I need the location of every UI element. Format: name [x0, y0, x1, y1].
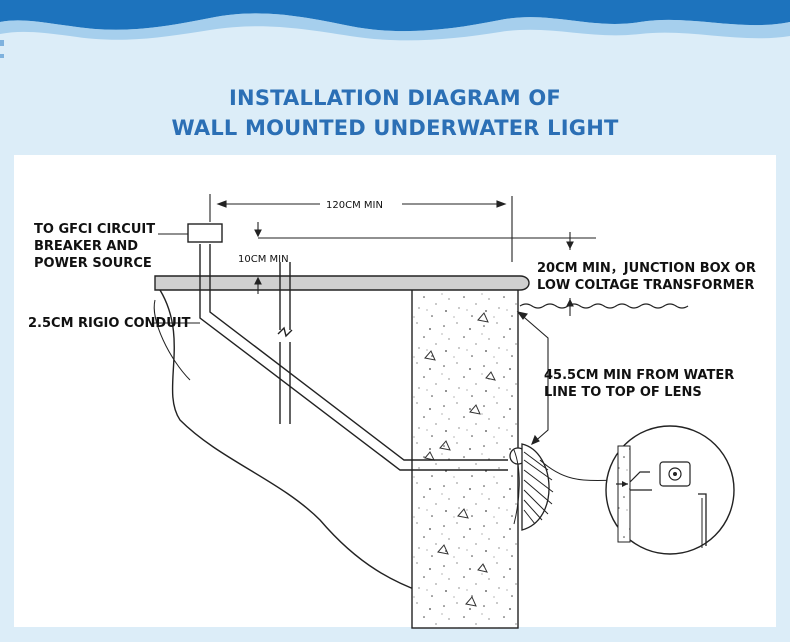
gfci-label-line-3: POWER SOURCE	[34, 256, 152, 271]
junction-box	[187, 223, 223, 243]
underwater-light	[509, 443, 554, 531]
title-line-2: WALL MOUNTED UNDERWATER LIGHT	[171, 116, 619, 140]
depth-dimension	[516, 311, 549, 446]
gfci-label-line-2: BREAKER AND	[34, 239, 139, 254]
gfci-label-line-1: TO GFCI CIRCUIT	[34, 222, 156, 237]
dimension-lines	[209, 194, 596, 316]
junction-label-line-2: LOW COLTAGE TRANSFORMER	[537, 278, 755, 293]
junction-box-label: 20CM MIN，JUNCTION BOX OR LOW COLTAGE TRA…	[537, 260, 756, 294]
dimension-10cm-label: 10CM MIN	[238, 254, 289, 265]
water-depth-label: 45.5CM MIN FROM WATER LINE TO TOP OF LEN…	[544, 367, 734, 401]
gfci-label: TO GFCI CIRCUIT BREAKER AND POWER SOURCE	[34, 221, 155, 272]
detail-callout-circle	[605, 425, 735, 555]
conduit-label: 2.5CM RIGIO CONDUIT	[28, 316, 191, 331]
junction-label-line-1: 20CM MIN，JUNCTION BOX OR	[537, 261, 756, 276]
dimension-120cm-label: 120CM MIN	[326, 200, 383, 211]
deck-slab	[154, 275, 530, 291]
title-line-1: INSTALLATION DIAGRAM OF	[229, 86, 561, 110]
top-wave-banner	[0, 0, 790, 58]
water-label-line-2: LINE TO TOP OF LENS	[544, 385, 702, 400]
concrete-pool-wall	[411, 287, 519, 629]
label-leaders	[152, 233, 200, 324]
water-line	[519, 303, 689, 309]
water-label-line-1: 45.5CM MIN FROM WATER	[544, 368, 735, 383]
detail-leader	[539, 459, 615, 482]
conduit-pipe	[199, 244, 508, 471]
